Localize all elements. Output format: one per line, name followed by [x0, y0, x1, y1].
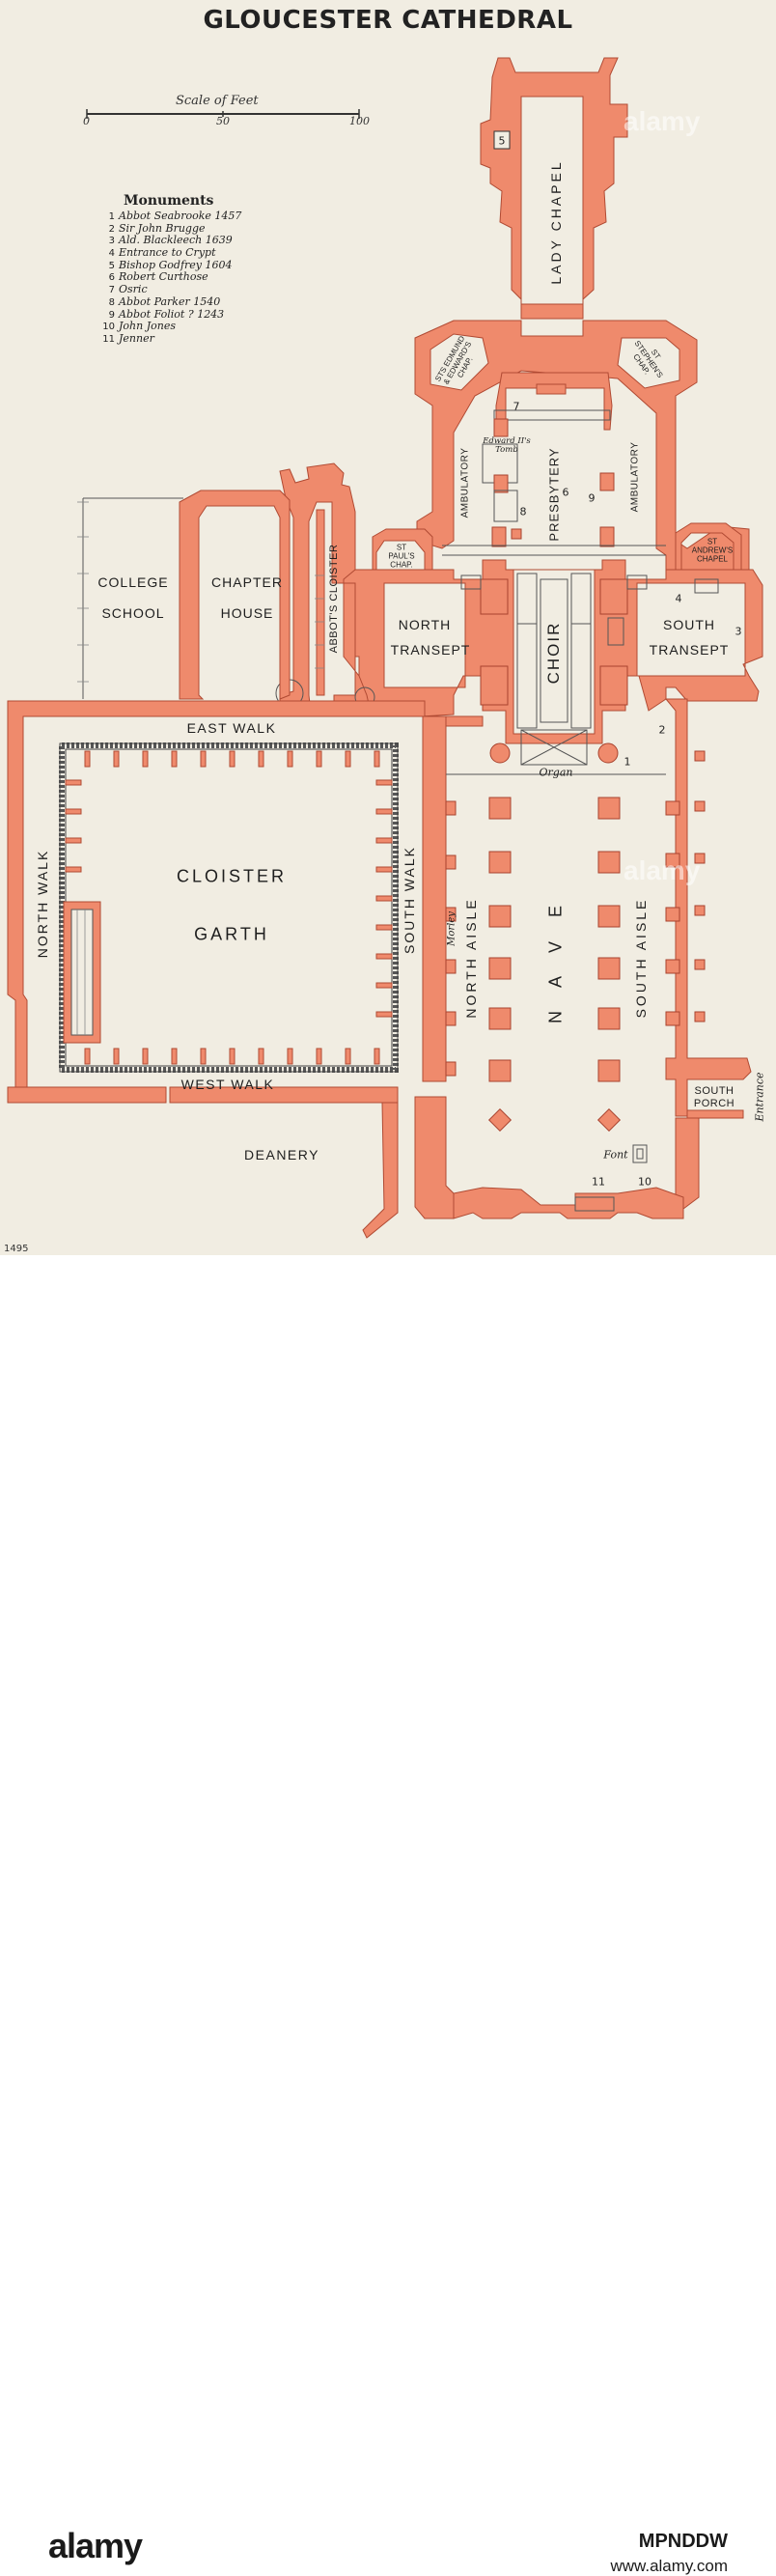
label-nave: N A V E — [545, 895, 566, 1024]
watermark-logo: alamy — [624, 106, 701, 136]
plan-marker: 6 — [562, 486, 569, 499]
label-house: HOUSE — [220, 605, 274, 621]
plan-marker: 9 — [588, 491, 596, 505]
plate-number: 1495 — [4, 1244, 29, 1254]
chapter-house-walls — [77, 490, 291, 700]
map-title: GLOUCESTER CATHEDRAL — [203, 6, 573, 35]
label-college: COLLEGE — [97, 574, 169, 590]
label-chapter: CHAPTER — [211, 574, 283, 590]
label-south-porch-1: SOUTH — [694, 1085, 734, 1097]
label-south-transept-1: SOUTH — [663, 617, 715, 632]
label-school: SCHOOL — [101, 605, 165, 621]
lady-chapel-walls — [480, 57, 628, 320]
label-entrance: Entrance — [753, 1072, 766, 1122]
label-south-transept-2: TRANSEPT — [649, 642, 730, 658]
scale-bar — [86, 109, 360, 119]
label-font: Font — [603, 1148, 628, 1162]
scale-label: Scale of Feet — [176, 94, 259, 108]
label-organ: Organ — [539, 766, 573, 779]
label-deanery: DEANERY — [244, 1147, 319, 1162]
plan-marker: 2 — [658, 723, 666, 737]
cloister-walls — [7, 700, 447, 1239]
nave-walls — [414, 698, 752, 1219]
label-south-porch-2: PORCH — [693, 1098, 735, 1109]
label-ambulatory-north: AMBULATORY — [459, 447, 471, 518]
watermark-logo: alamy — [624, 855, 701, 885]
label-north-walk: NORTH WALK — [35, 849, 50, 959]
scale-tick-0: 0 — [83, 115, 90, 127]
label-choir: CHOIR — [544, 621, 563, 685]
alamy-logo: alamy — [48, 2526, 143, 2565]
floor-plan: .w { fill:#ef8a6c; stroke:#b04a33; strok… — [7, 57, 763, 1239]
label-ambulatory-south: AMBULATORY — [629, 441, 641, 513]
label-north-aisle: NORTH AISLE — [463, 897, 479, 1019]
label-north-transept-1: NORTH — [398, 617, 452, 632]
label-garth: GARTH — [194, 924, 269, 944]
label-lady-chapel: LADY CHAPEL — [548, 159, 564, 285]
plan-marker: 4 — [675, 592, 682, 605]
label-west-walk: WEST WALK — [180, 1077, 275, 1092]
cloister-buttresses — [65, 750, 393, 1065]
label-north-transept-2: TRANSEPT — [390, 642, 471, 658]
plan-marker: 11 — [592, 1175, 605, 1189]
scale-tick-100: 100 — [349, 115, 370, 127]
east-end-walls — [414, 320, 750, 576]
label-south-aisle: SOUTH AISLE — [633, 897, 649, 1019]
watermark-footer: alamy MPNDDW www.alamy.com — [0, 1255, 776, 2575]
map-sheet: .w { fill:#ef8a6c; stroke:#b04a33; strok… — [0, 0, 776, 1255]
label-south-walk: SOUTH WALK — [402, 845, 417, 955]
south-aisle-shafts — [665, 750, 706, 1026]
label-abbots-cloister: ABBOT'S CLOISTER — [328, 544, 340, 654]
transepts-crossing-walls — [343, 559, 763, 766]
label-cloister: CLOISTER — [176, 866, 288, 886]
plan-marker: 10 — [638, 1175, 651, 1189]
plan-marker: 3 — [734, 625, 742, 638]
plan-marker: 8 — [519, 505, 527, 518]
plan-marker: 7 — [513, 400, 520, 413]
north-aisle-shafts — [445, 800, 457, 1077]
plan-marker: 1 — [624, 755, 631, 769]
watermark-url: www.alamy.com — [610, 2557, 728, 2575]
presbytery-details — [442, 409, 666, 556]
label-east-walk: EAST WALK — [186, 720, 277, 736]
label-morley: Morley — [446, 911, 457, 946]
scale-tick-50: 50 — [216, 115, 230, 127]
monuments-heading: Monuments — [124, 193, 214, 209]
image-id: MPNDDW — [638, 2531, 728, 2552]
nave-piers — [487, 797, 622, 1133]
plan-marker: 5 — [498, 134, 506, 148]
label-presbytery: PRESBYTERY — [546, 447, 562, 542]
